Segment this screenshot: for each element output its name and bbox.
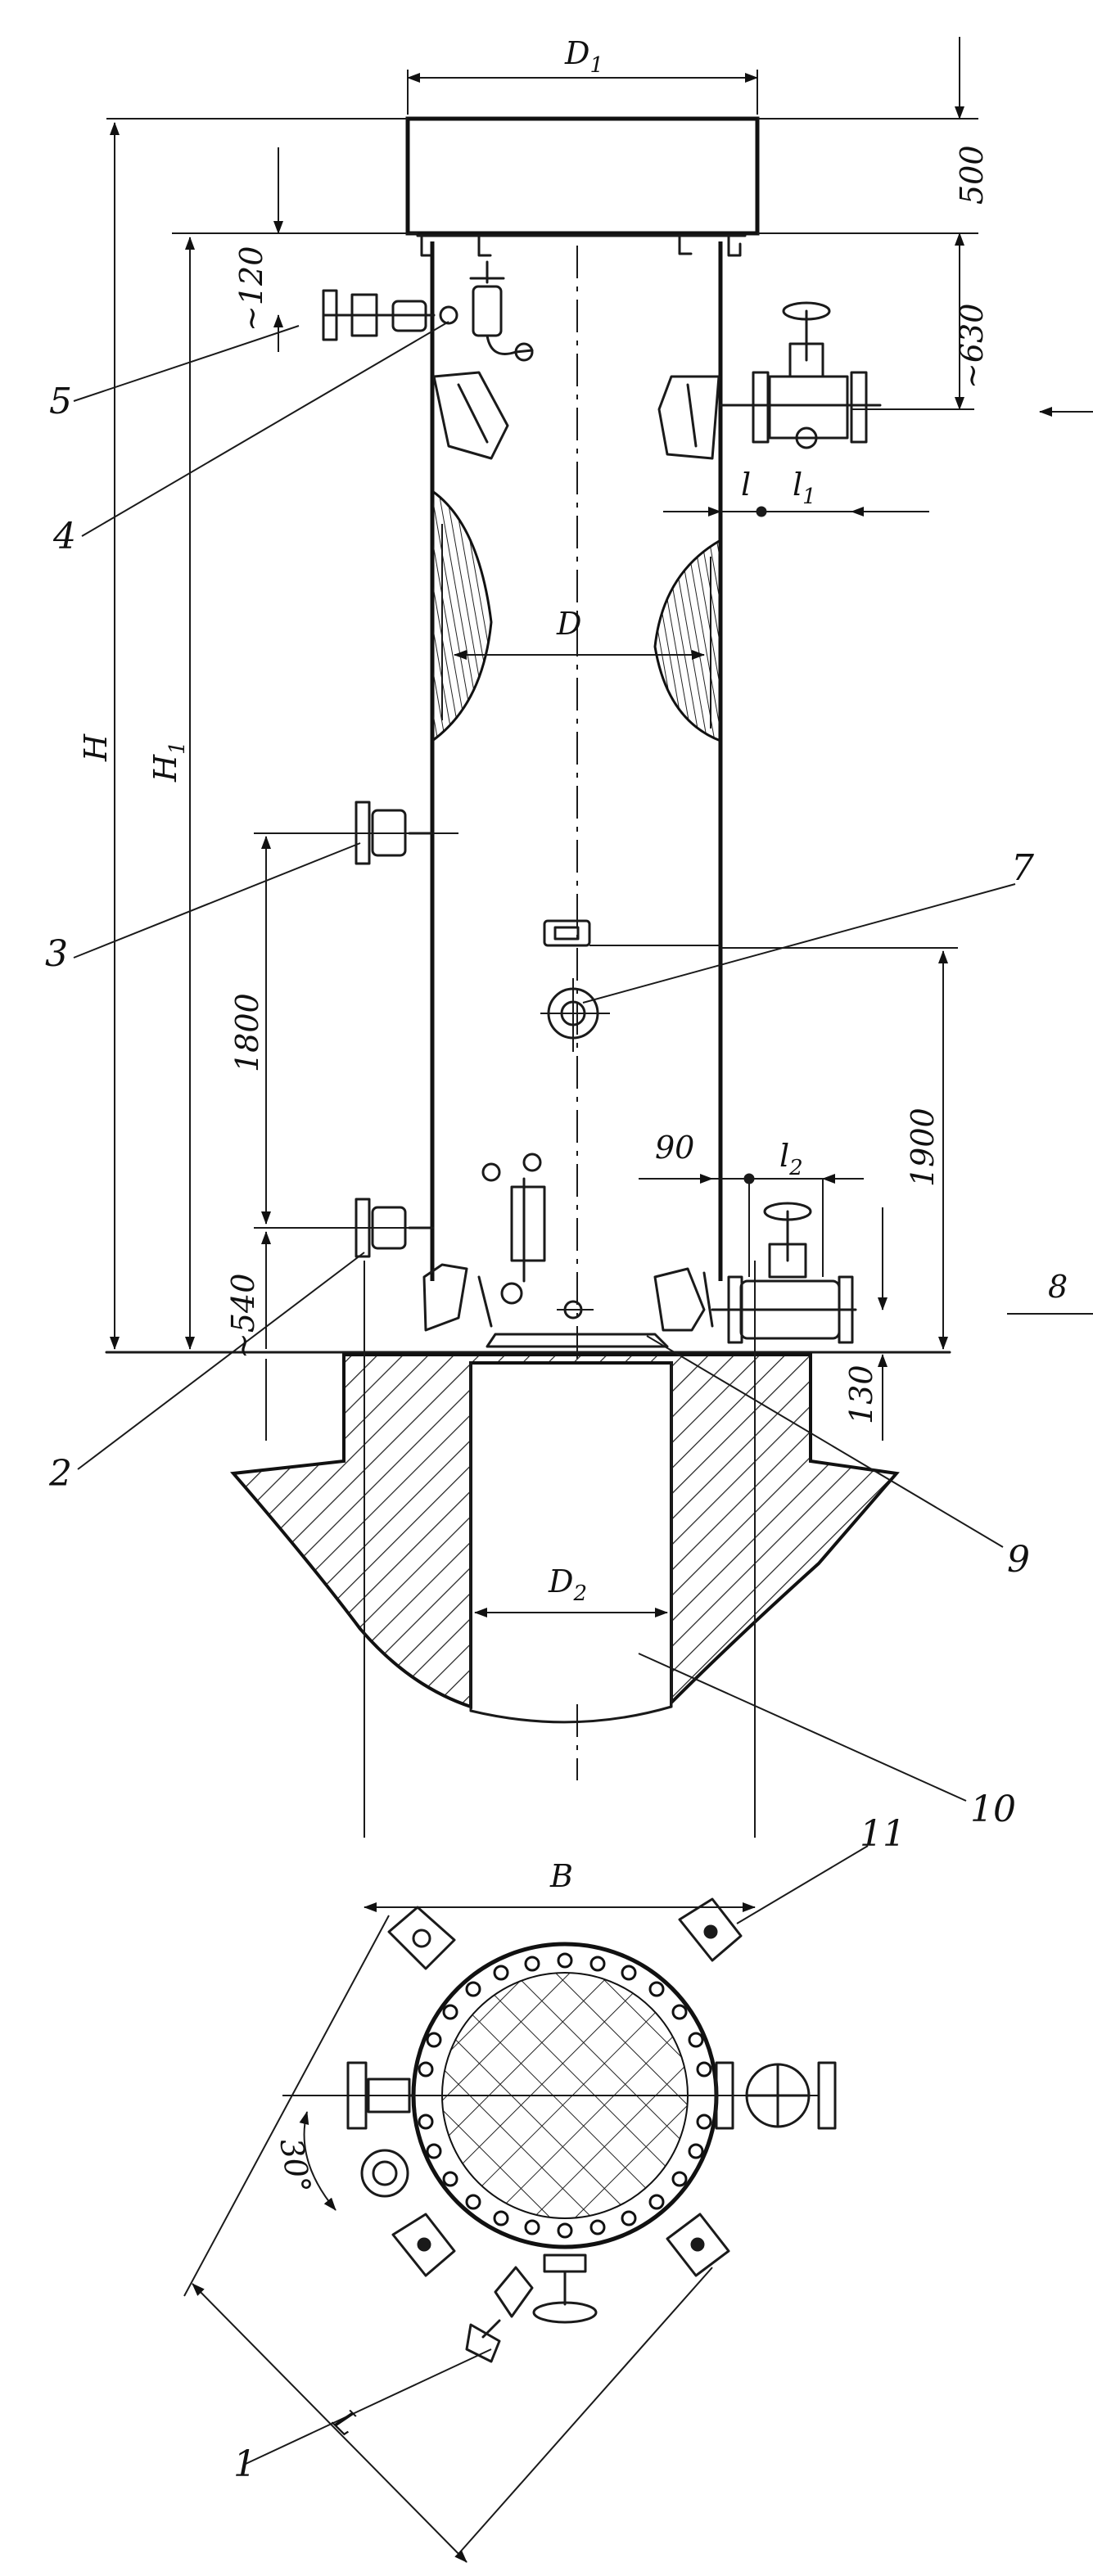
callout-5: 5 [49,381,72,422]
label-l2: l [779,1138,789,1174]
label-1800: 1800 [229,993,265,1072]
callout-labels: 5 4 3 2 7 9 10 11 1 [45,381,1034,2485]
lower-instrument [481,1153,546,1305]
plan-view [183,1261,837,2563]
cutaway-right [653,538,722,743]
label-D1: D [564,35,589,71]
label-120: ~120 [233,246,269,332]
callout-4: 4 [52,516,76,557]
svg-text:l2: l2 [779,1138,803,1180]
lower-lug-right [653,1267,714,1332]
label-l: l [741,467,751,503]
label-H: H [78,733,114,762]
label-l1: l [793,467,802,503]
manhole-7 [540,919,720,1052]
upper-lug-right [657,375,720,460]
label-500: 500 [954,145,990,205]
svg-text:D2: D2 [548,1563,587,1606]
label-D2: D [548,1563,573,1599]
callout-11: 11 [860,1813,906,1855]
label-H1: H [147,754,183,783]
valve-4 [469,260,534,362]
callout-2: 2 [48,1453,72,1495]
cutaway-left [431,489,493,743]
label-90: 90 [655,1130,694,1166]
label-H1-sub: 1 [165,741,190,755]
label-l1-sub: 1 [802,485,816,509]
dimensions [106,37,1093,1617]
plan-valve-bottom [465,2253,598,2363]
vessel-elevation [105,116,951,1780]
top-cover [405,116,760,236]
plan-lugs [387,1897,743,2277]
label-B: B [549,1858,573,1894]
label-630: ~630 [954,304,990,389]
nozzle-2 [254,1198,434,1258]
label-1900: 1900 [905,1108,941,1187]
bolt-circle [418,1952,712,2239]
svg-text:D1: D1 [564,35,603,78]
leaders [73,321,1016,2465]
upper-lug-left [432,371,509,460]
svg-text:l1: l1 [793,467,816,509]
plan-valve-right [715,2061,837,2130]
label-L: L [326,2402,367,2443]
foundation [230,1353,900,1724]
valve-upper-right [719,301,882,449]
label-130: 130 [843,1365,879,1424]
valve-5 [322,289,458,341]
label-30deg: 30° [273,2136,318,2196]
label-D1-sub: 1 [589,53,603,78]
valve-lower-right [711,1202,857,1344]
callout-7: 7 [1011,847,1034,889]
svg-text:H1: H1 [147,741,190,783]
callout-3: 3 [45,933,68,975]
lower-lug-left [422,1263,493,1332]
callout-10: 10 [970,1789,1016,1830]
callout-1: 1 [233,2443,256,2485]
label-540: ~540 [225,1274,261,1359]
label-l2-sub: 2 [788,1156,803,1180]
nozzle-3 [254,801,458,865]
label-D2-sub: 2 [572,1581,587,1606]
dimension-labels: D1 500 ~630 ~120 H H1 D l l1 1800 ~540 1… [78,35,1068,2443]
label-8: 8 [1048,1269,1068,1305]
label-D: D [556,606,581,642]
callout-9: 9 [1007,1539,1030,1581]
